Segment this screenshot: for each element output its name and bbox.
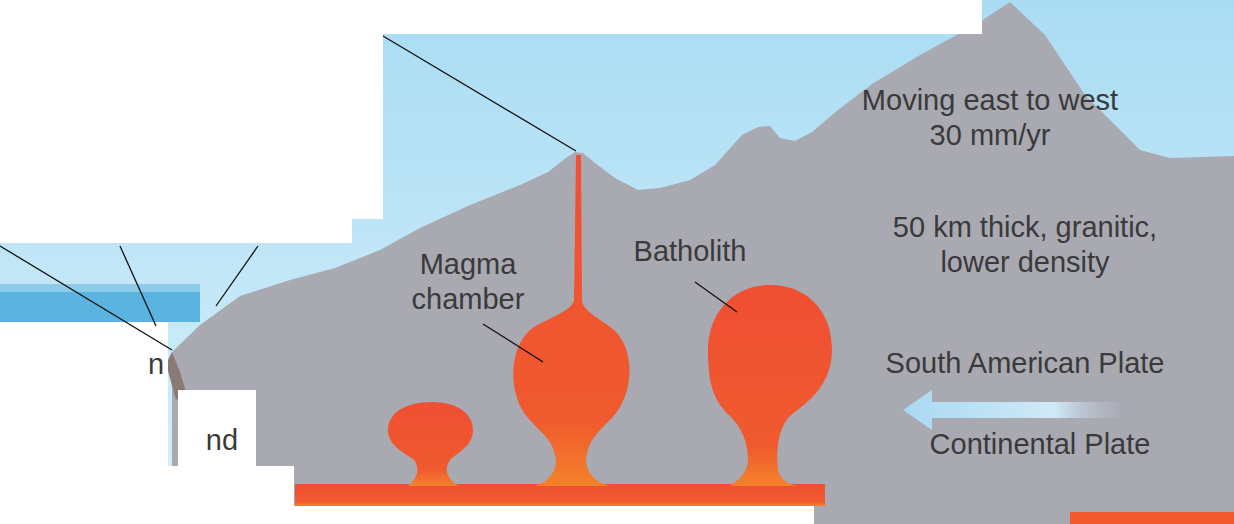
magma-layer-edge bbox=[1070, 512, 1234, 524]
plate-description: 50 km thick, granitic, lower density bbox=[855, 210, 1195, 281]
movement-note: Moving east to west 30 mm/yr bbox=[845, 83, 1135, 154]
batholith bbox=[708, 285, 832, 486]
plate-type: Continental Plate bbox=[930, 427, 1151, 462]
part-label: Magma chamber bbox=[393, 247, 543, 318]
cropped-label: nd bbox=[206, 423, 238, 458]
magma-blob bbox=[388, 402, 473, 486]
plate-name: South American Plate bbox=[886, 346, 1165, 381]
blank-patches bbox=[0, 0, 982, 524]
cropped-label: n bbox=[148, 347, 164, 382]
magma-chamber bbox=[513, 155, 629, 486]
plate-base bbox=[1000, 498, 1234, 524]
magma-layer bbox=[295, 484, 825, 506]
leader-lines bbox=[0, 36, 737, 362]
movement-arrow bbox=[903, 390, 1120, 430]
ocean-surface bbox=[0, 284, 200, 292]
part-label: Batholith bbox=[634, 234, 747, 269]
